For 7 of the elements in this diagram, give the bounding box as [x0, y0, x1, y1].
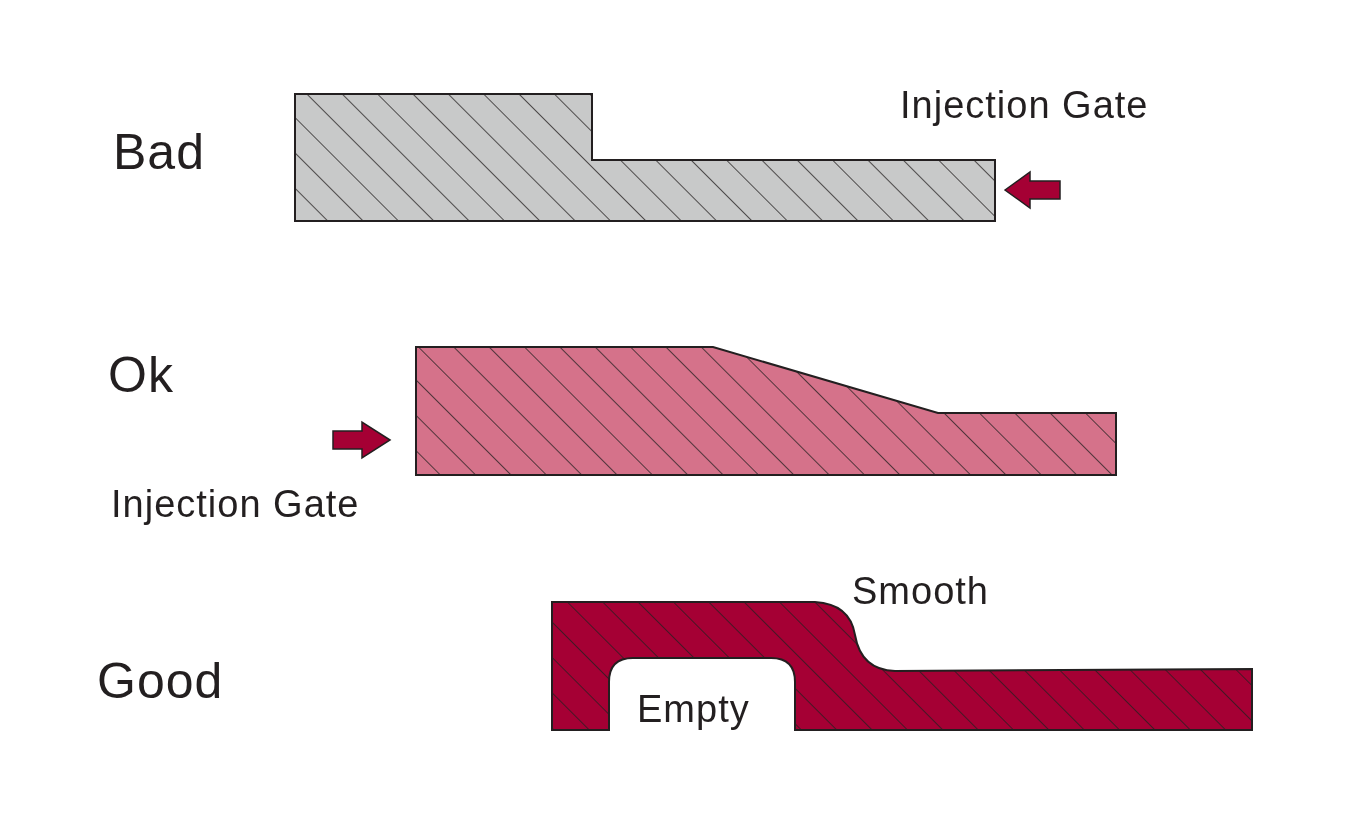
- rating-label: Ok: [108, 350, 174, 400]
- feature-label: Empty: [637, 690, 750, 728]
- rating-label: Good: [97, 656, 224, 706]
- feature-label: Smooth: [852, 572, 989, 610]
- rating-label: Bad: [113, 127, 205, 177]
- gate-label: Injection Gate: [900, 86, 1149, 124]
- gate-label: Injection Gate: [111, 485, 360, 523]
